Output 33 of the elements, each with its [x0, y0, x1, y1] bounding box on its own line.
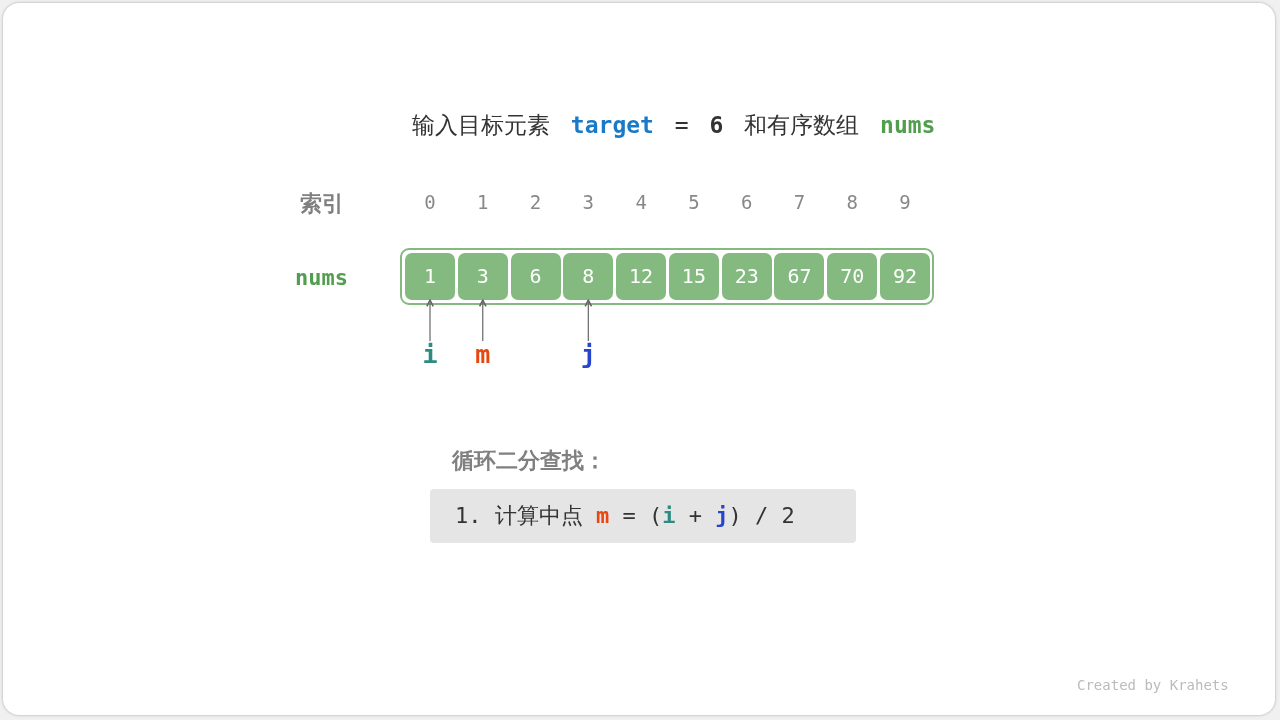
array-element: 23 [721, 253, 772, 300]
array-element: 6 [510, 253, 561, 300]
index-number: 8 [846, 190, 858, 215]
formula-text: 1. 计算中点 m = (i + j) / 2 [455, 502, 795, 530]
array-element: 67 [774, 253, 825, 300]
array-element: 8 [563, 253, 614, 300]
pointer-arrow [426, 299, 434, 342]
array-element: 92 [880, 253, 930, 300]
pointer-arrow [584, 299, 593, 342]
index-number: 4 [635, 190, 647, 215]
array-name: nums [295, 264, 348, 292]
index-number: 3 [582, 190, 595, 215]
array-element: 1 [405, 253, 455, 300]
index-number: 1 [477, 190, 489, 215]
array-frame [400, 248, 934, 305]
array-element: 12 [616, 253, 667, 300]
index-number: 9 [899, 190, 911, 215]
index-number: 2 [529, 190, 542, 215]
credit-text: Created by Krahets [1077, 676, 1229, 694]
title-text: 输入目标元素 target = 6 和有序数组 nums [412, 111, 937, 140]
index-number: 5 [688, 190, 700, 215]
pointer-label: j [580, 341, 596, 368]
pointer-arrow [478, 299, 487, 342]
index-number: 7 [793, 190, 806, 215]
array-element: 3 [457, 253, 508, 300]
index-number: 0 [424, 190, 436, 215]
array-element: 70 [827, 253, 878, 300]
pointer-label: i [422, 341, 438, 368]
row-label: 索引 [300, 190, 344, 218]
section-heading: 循环二分查找： [452, 447, 606, 475]
array-element: 15 [668, 253, 719, 300]
pointer-label: m [475, 341, 491, 368]
index-number: 6 [740, 190, 753, 215]
